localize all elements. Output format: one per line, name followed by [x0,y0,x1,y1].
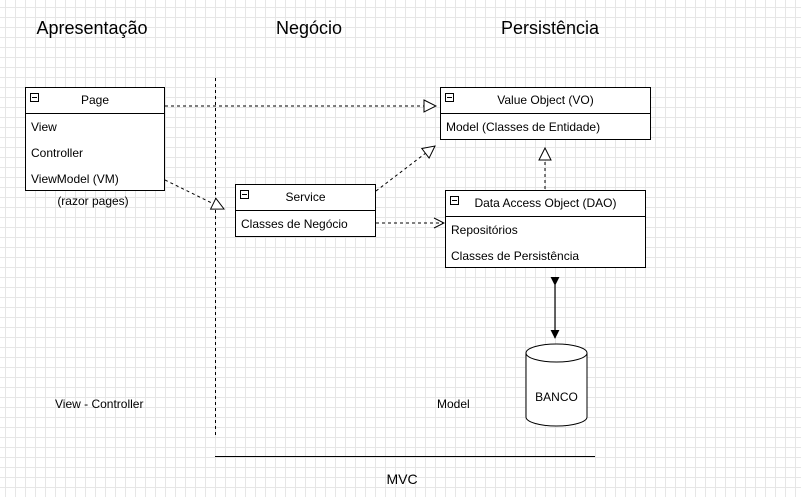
class-value-object-item: Model (Classes de Entidade) [446,120,601,134]
class-service[interactable]: Service Classes de Negócio [235,184,376,237]
class-service-title: Service [285,190,326,204]
class-page[interactable]: Page View Controller ViewModel (VM) [25,87,165,191]
note-view-controller: View - Controller [55,397,144,411]
class-value-object-header: Value Object (VO) [441,88,650,114]
heading-persistence: Persistência [500,18,600,38]
class-dao-item: Repositórios [451,223,518,237]
collapse-icon[interactable] [445,93,454,102]
database-cylinder-icon[interactable] [525,343,588,428]
collapse-icon[interactable] [30,93,39,102]
class-page-header: Page [26,88,164,114]
heading-presentation: Apresentação [36,18,148,38]
heading-business: Negócio [275,18,343,38]
note-model: Model [437,397,470,411]
class-page-item: ViewModel (VM) [31,172,119,186]
collapse-icon[interactable] [240,190,249,199]
class-service-item: Classes de Negócio [241,217,348,231]
class-dao-title: Data Access Object (DAO) [474,196,617,210]
class-dao-header: Data Access Object (DAO) [446,191,645,217]
class-value-object[interactable]: Value Object (VO) Model (Classes de Enti… [440,87,651,140]
class-page-item: Controller [31,146,84,160]
service-to-vo-dependency [375,146,435,192]
class-page-title: Page [80,93,110,107]
class-dao-item: Classes de Persistência [451,249,580,263]
note-razor-pages: (razor pages) [57,194,129,208]
class-page-item: View [31,120,57,134]
collapse-icon[interactable] [450,196,459,205]
note-mvc: MVC [386,471,418,487]
class-dao[interactable]: Data Access Object (DAO) Repositórios Cl… [445,190,646,268]
database-label: BANCO [535,390,578,404]
page-to-service-dependency [164,179,224,209]
class-service-header: Service [236,185,375,211]
class-value-object-title: Value Object (VO) [497,93,594,107]
